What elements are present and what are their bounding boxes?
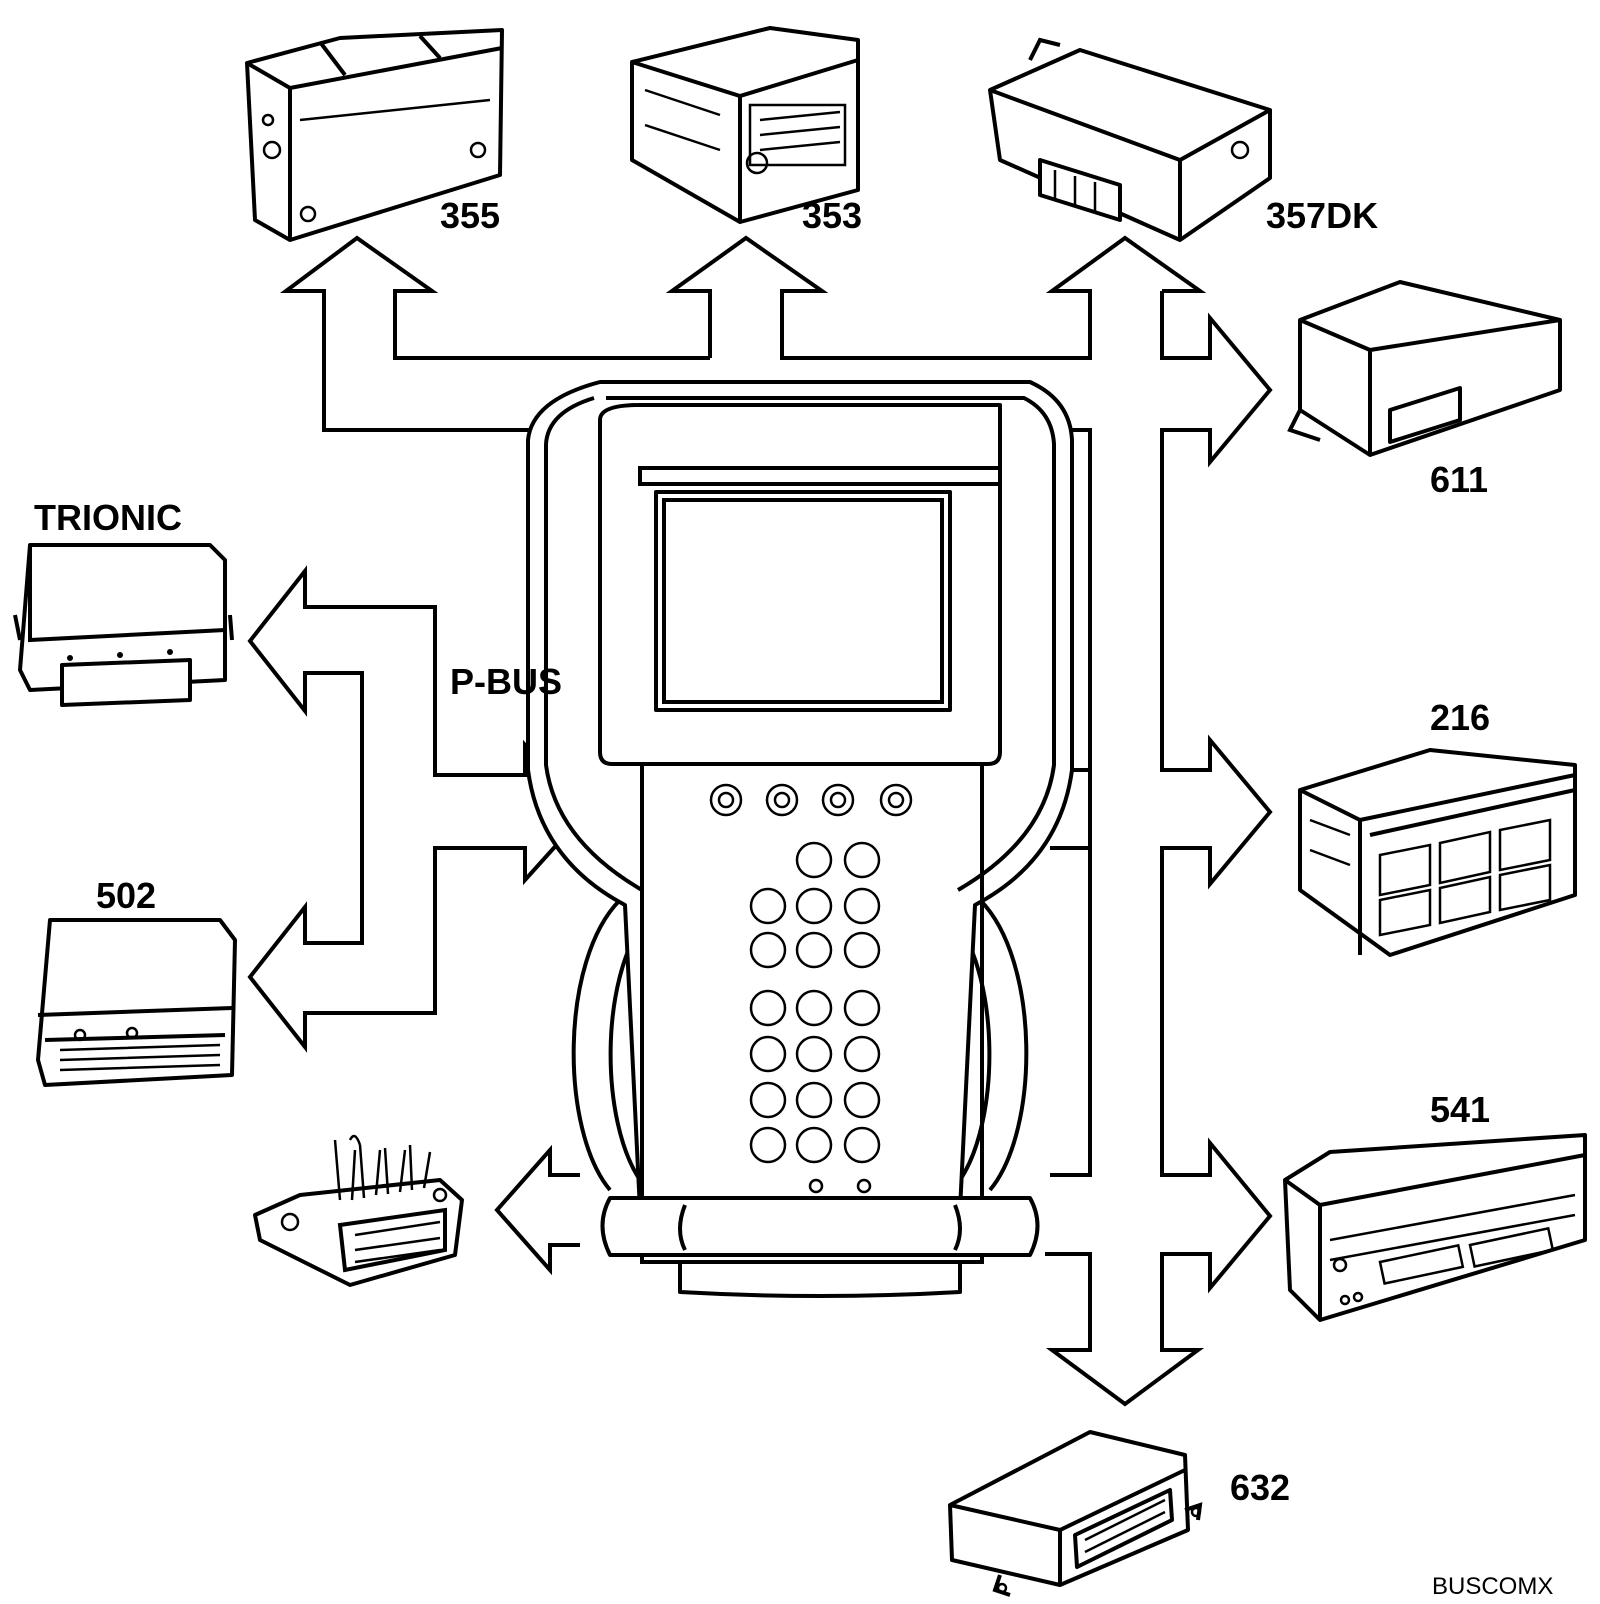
module-obd-connector: [253, 1134, 464, 1287]
diagnostic-tool: [526, 380, 1074, 1298]
figure-caption: BUSCOMX: [1432, 1573, 1553, 1600]
label-355: 355: [440, 195, 500, 236]
label-611: 611: [1430, 459, 1488, 500]
module-trionic: [13, 543, 234, 707]
module-355: [245, 28, 504, 242]
module-353: [630, 26, 860, 224]
label-353: 353: [802, 195, 862, 236]
label-502: 502: [96, 875, 156, 916]
bus-arrow-to-353: [665, 235, 1207, 360]
label-216: 216: [1430, 697, 1490, 738]
module-357dk: [988, 37, 1272, 242]
bus-arrow-to-trionic: [247, 565, 572, 1053]
module-541: [1283, 1133, 1587, 1322]
module-216: [1298, 748, 1577, 957]
bus-trunk-right: [1045, 291, 1273, 1407]
label-632: 632: [1230, 1467, 1290, 1508]
label-357dk: 357DK: [1266, 195, 1378, 236]
bus-arrow-to-connector: [494, 1144, 580, 1276]
module-502: [36, 918, 237, 1087]
label-541: 541: [1430, 1089, 1490, 1130]
bus-arrow-to-355: [279, 235, 710, 432]
module-632: [948, 1430, 1203, 1597]
label-trionic: TRIONIC: [34, 497, 182, 538]
module-611: [1287, 280, 1562, 457]
label-pbus: P-BUS: [450, 661, 562, 702]
